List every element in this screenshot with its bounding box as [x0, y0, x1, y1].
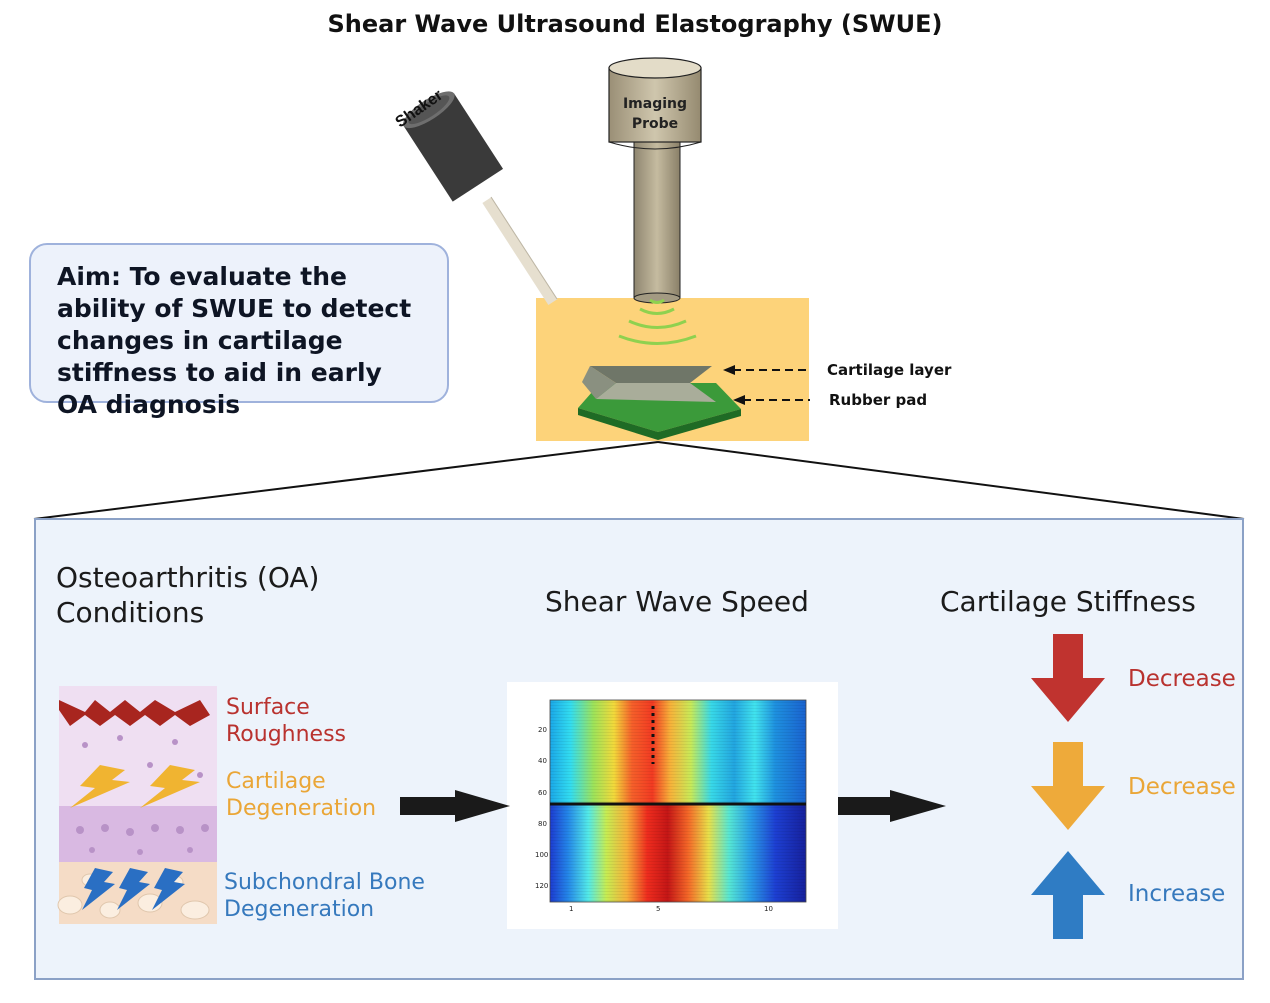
bone-bolt-1: [82, 868, 115, 910]
heatmap-xtick: 10: [764, 905, 773, 913]
zoom-line-right: [657, 441, 1245, 520]
probe-rod: [633, 139, 681, 299]
zoom-line-left: [33, 441, 659, 520]
heatmap-ytick: 20: [538, 726, 547, 734]
cartilage-stiffness-header: Cartilage Stiffness: [940, 585, 1196, 618]
ultrasound-waves: [618, 298, 697, 345]
arrow-to-stiffness: [838, 790, 946, 822]
stiffness-label-1: Decrease: [1128, 666, 1236, 692]
heatmap-xtick: 5: [656, 905, 661, 913]
shear-wave-speed-header: Shear Wave Speed: [545, 585, 809, 618]
heatmap-ytick: 100: [535, 851, 549, 859]
cartilage-bolt-1: [70, 765, 130, 808]
stiffness-arrow-2: [1031, 742, 1105, 830]
cartilage-bolt-2: [140, 765, 200, 808]
stiffness-arrow-1: [1031, 634, 1105, 722]
oa-conditions-header: Osteoarthritis (OA) Conditions: [56, 561, 320, 629]
aim-box: Aim: To evaluate the ability of SWUE to …: [29, 243, 449, 419]
cartilage-layer: [590, 366, 712, 383]
bone-bolt-3: [152, 868, 185, 910]
heatmap-ytick: 120: [535, 882, 549, 890]
diagram-title: Shear Wave Ultrasound Elastography (SWUE…: [327, 10, 943, 38]
shaker-body: [403, 91, 504, 202]
stiffness-label-2: Decrease: [1128, 774, 1236, 800]
bone-bolt-2: [117, 868, 150, 910]
stiffness-label-3: Increase: [1128, 881, 1226, 907]
heatmap-xtick: 1: [569, 905, 574, 913]
imaging-probe-label: Imaging Probe: [622, 96, 688, 132]
heatmap-ytick: 60: [538, 789, 547, 797]
arrow-to-speed: [400, 790, 510, 822]
aim-text: Aim: To evaluate the ability of SWUE to …: [57, 262, 412, 419]
apparatus-illustration: Shaker: [33, 57, 1245, 520]
cartilage-layer-label: Cartilage layer: [827, 361, 952, 379]
roughness-bolts: [59, 700, 210, 726]
probe-head: [608, 67, 702, 143]
rubber-pad-label: Rubber pad: [829, 391, 928, 409]
shaker-rod: [482, 197, 558, 305]
heatmap-ytick: 80: [538, 820, 547, 828]
cartilage-cross-section: [57, 686, 217, 924]
heatmap-ytick: 40: [538, 757, 547, 765]
shear-wave-heatmap: [507, 682, 838, 929]
stiffness-arrow-3: [1031, 851, 1105, 939]
